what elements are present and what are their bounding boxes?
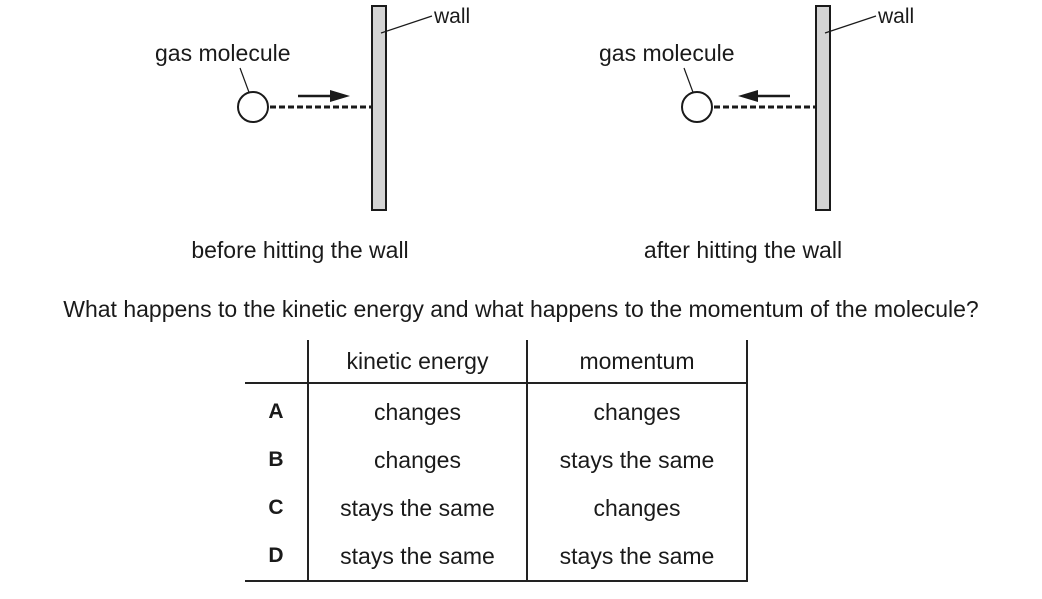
momentum-cell: stays the same (526, 532, 748, 582)
gas-molecule (237, 91, 269, 123)
option-key: B (268, 448, 284, 471)
option-key: A (268, 400, 284, 423)
molecule-leader-line (683, 67, 695, 96)
gas-molecule-label: gas molecule (599, 40, 735, 66)
momentum-cell: changes (526, 383, 748, 436)
momentum-cell: stays the same (526, 436, 748, 484)
wall-label: wall (877, 5, 914, 28)
kinetic-energy-cell: stays the same (307, 532, 527, 582)
after-caption: after hitting the wall (644, 237, 842, 263)
gas-molecule-label: gas molecule (155, 40, 291, 66)
kinetic-energy-cell: changes (307, 436, 527, 484)
option-key: C (268, 496, 284, 519)
table-row: B changes stays the same (245, 436, 748, 484)
question-text: What happens to the kinetic energy and w… (63, 296, 979, 322)
table-row: A changes changes (245, 383, 748, 436)
before-panel: wall gas molecule before hitting the wal… (155, 5, 470, 263)
option-key: D (245, 532, 308, 582)
table-header-momentum: momentum (526, 340, 748, 384)
answer-table: kinetic energy momentum A changes change… (245, 340, 748, 582)
gas-molecule (681, 91, 713, 123)
table-header-key (245, 340, 308, 384)
molecule-leader-line (239, 67, 251, 96)
table-row: D stays the same stays the same (245, 532, 748, 582)
kinetic-energy-cell: changes (307, 383, 527, 436)
table-row: C stays the same changes (245, 484, 748, 532)
before-caption: before hitting the wall (191, 237, 408, 263)
kinetic-energy-cell: stays the same (307, 484, 527, 532)
wall-leader-line (824, 15, 877, 34)
momentum-cell: changes (526, 484, 748, 532)
wall-leader-line (380, 15, 433, 34)
wall-label: wall (433, 5, 470, 28)
wall (815, 5, 831, 211)
molecule-wall-diagram: wall gas molecule before hitting the wal… (155, 5, 914, 263)
after-panel: wall gas molecule after hitting the wall (599, 5, 914, 263)
table-header-row: kinetic energy momentum (245, 340, 748, 384)
table-header-kinetic-energy: kinetic energy (307, 340, 527, 384)
arrow-left-icon (738, 90, 758, 102)
arrow-right-icon (330, 90, 350, 102)
wall (371, 5, 387, 211)
